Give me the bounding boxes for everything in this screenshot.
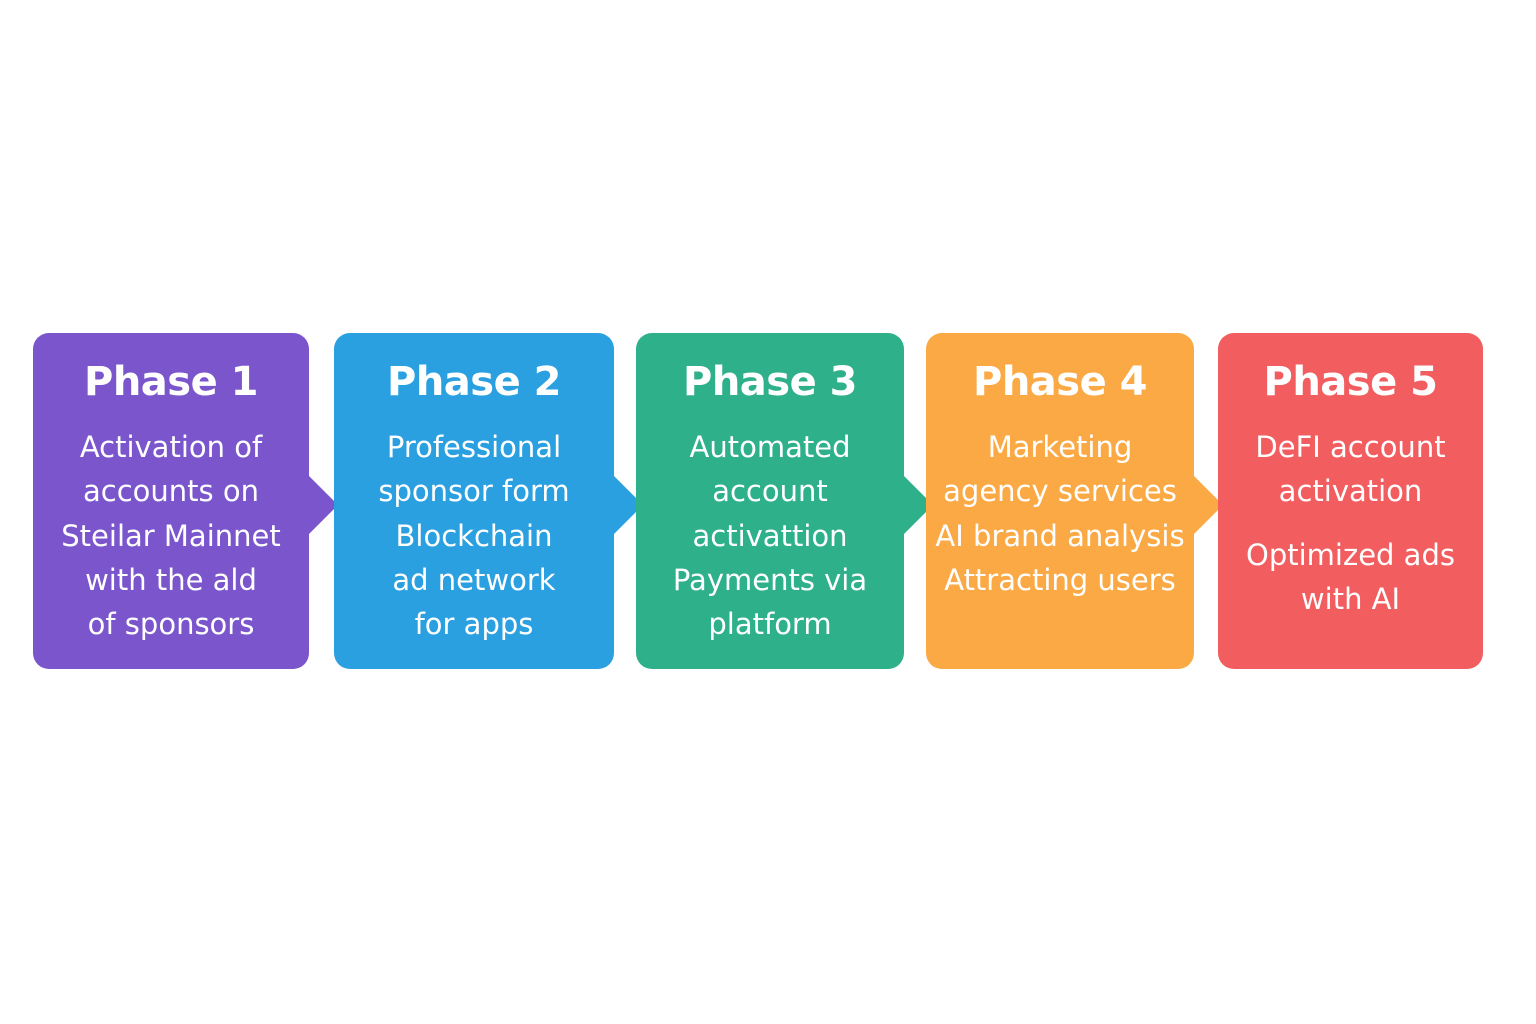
- phase-4-description: Marketing agency services AI brand analy…: [926, 425, 1194, 602]
- phase-3-line: Payments via: [672, 562, 868, 597]
- phase-5-line: Optimized ads: [1246, 537, 1455, 572]
- phase-5-card: Phase 5 DeFI account activation Optimize…: [1218, 333, 1483, 669]
- phase-1-title: Phase 1: [84, 359, 258, 405]
- phase-3-line: platform: [708, 607, 832, 642]
- phase-4-line: Marketing: [987, 430, 1133, 464]
- phase-2-line: Professional: [386, 430, 562, 464]
- phase-2-line: ad network: [392, 562, 556, 597]
- phase-3-description: Automated account activattion Payments v…: [636, 425, 904, 646]
- phase-2-description: Professional sponsor form Blockchain ad …: [334, 425, 614, 646]
- phase-1-line: Activation of: [79, 430, 263, 464]
- phase-3-line: activattion: [692, 518, 848, 553]
- phase-3-title: Phase 3: [683, 359, 857, 405]
- phase-4-card: Phase 4 Marketing agency services AI bra…: [926, 333, 1223, 669]
- phase-1-line: of sponsors: [87, 607, 255, 642]
- phase-4-line: agency services: [943, 474, 1177, 509]
- phase-3-line: Automated: [689, 430, 851, 464]
- phase-5-description: DeFI account activation Optimized ads wi…: [1218, 425, 1483, 621]
- phase-4-line: AI brand analysis: [935, 518, 1185, 553]
- phase-2-title: Phase 2: [387, 359, 561, 405]
- phase-1-description: Activation of accounts on Steilar Mainne…: [33, 425, 309, 646]
- phase-1-line: accounts on: [83, 474, 259, 509]
- phase-1-card: Phase 1 Activation of accounts on Steila…: [33, 333, 338, 669]
- phase-5-line: with AI: [1300, 581, 1401, 616]
- phase-2-line: for apps: [414, 607, 534, 642]
- phase-5-line: activation: [1278, 474, 1423, 509]
- phase-1-line: Steilar Mainnet: [61, 518, 281, 553]
- phase-2-line: sponsor form: [378, 474, 570, 509]
- phase-3-line: account: [712, 474, 828, 509]
- phase-4-line: Attracting users: [944, 562, 1176, 597]
- phase-2-line: Blockchain: [395, 518, 553, 553]
- phase-5-title: Phase 5: [1263, 359, 1438, 405]
- phase-3-card: Phase 3 Automated account activattion Pa…: [636, 333, 933, 669]
- phase-5-line: DeFI account: [1255, 430, 1446, 464]
- phase-1-line: with the ald: [85, 562, 257, 597]
- phase-2-card: Phase 2 Professional sponsor form Blockc…: [334, 333, 643, 669]
- phase-4-title: Phase 4: [973, 359, 1147, 405]
